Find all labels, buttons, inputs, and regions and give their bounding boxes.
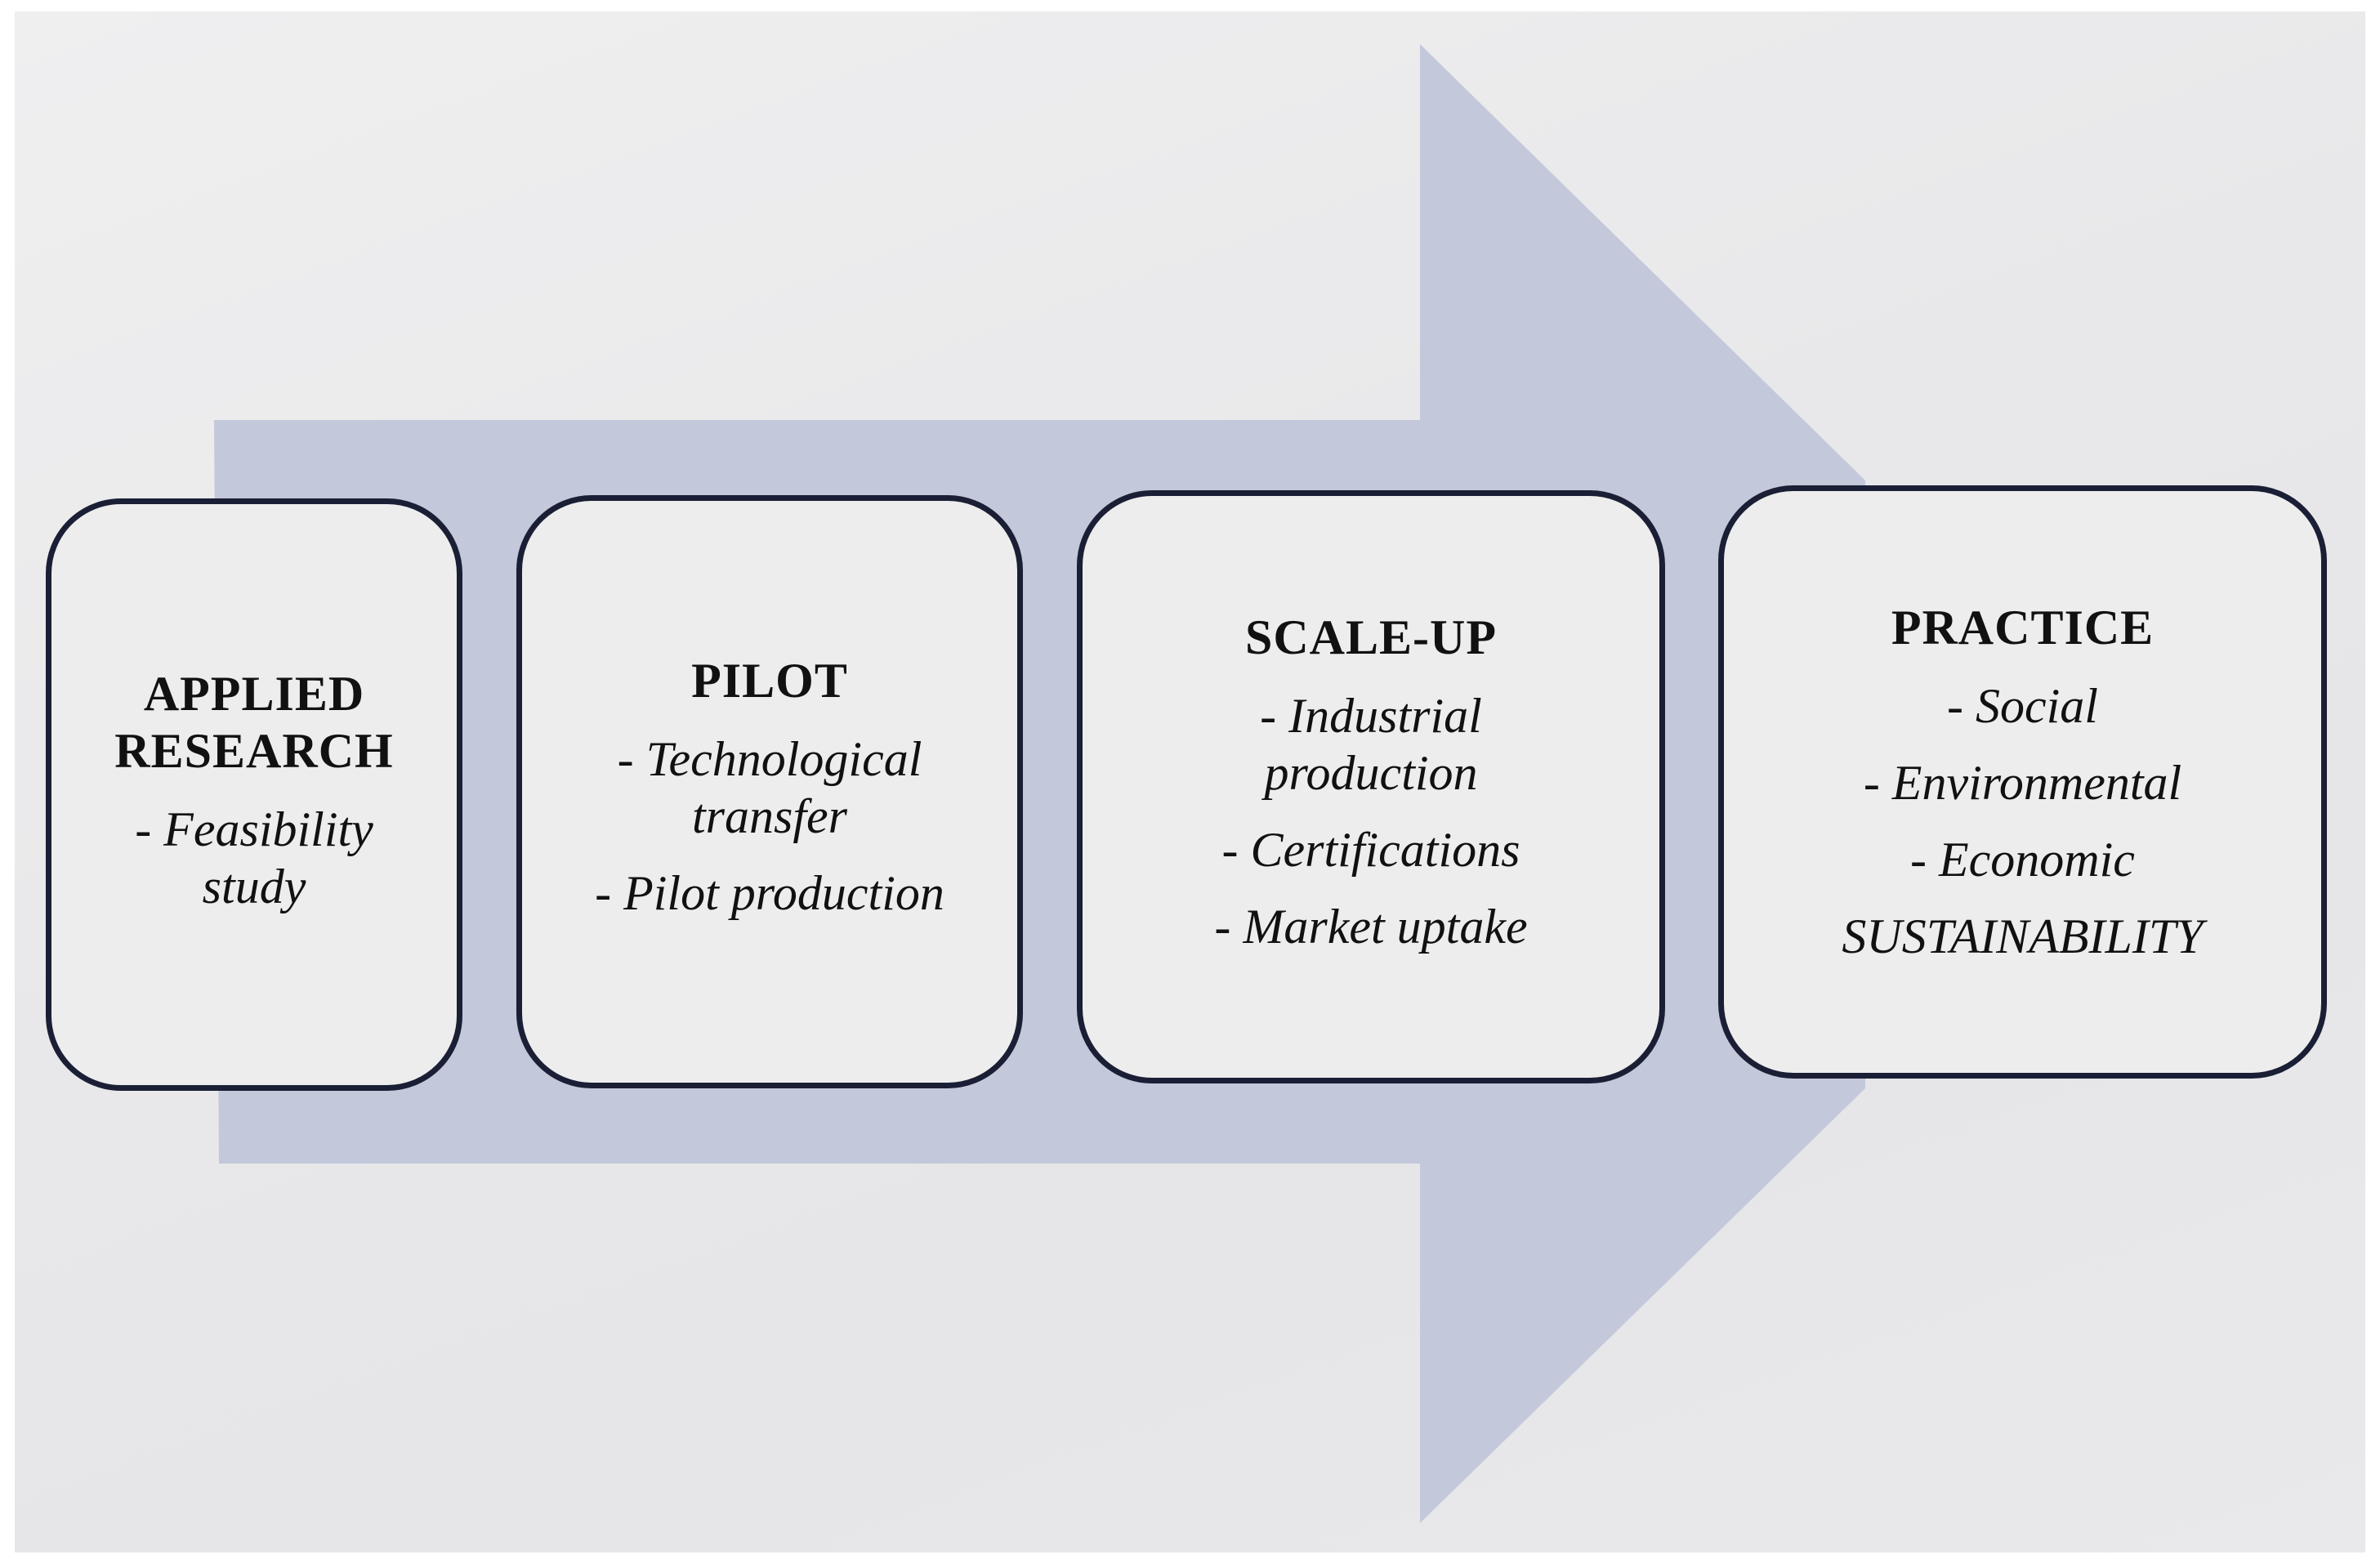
stage-item-pilot-production: - Pilot production [595, 866, 944, 920]
stage-pilot: PILOT - Technological transfer - Pilot p… [516, 495, 1023, 1088]
stage-title: PILOT [691, 654, 848, 708]
stage-note-sustainability: SUSTAINABILITY [1842, 909, 2204, 963]
stage-practice: PRACTICE - Social - Environmental - Econ… [1718, 485, 2327, 1079]
stage-scale-up: SCALE-UP - Industrial production - Certi… [1077, 490, 1665, 1083]
stage-title: APPLIED RESEARCH [114, 666, 394, 778]
stage-item-feasibility-study: - Feasibility study [135, 802, 373, 914]
stage-item-environmental: - Environmental [1863, 756, 2182, 810]
stage-item-certifications: - Certifications [1221, 823, 1520, 877]
stage-item-industrial-production: - Industrial production [1260, 689, 1482, 800]
stage-applied-research: APPLIED RESEARCH - Feasibility study [46, 498, 462, 1091]
stage-title: SCALE-UP [1244, 610, 1498, 664]
stage-item-market-uptake: - Market uptake [1214, 900, 1528, 954]
stage-title: PRACTICE [1891, 601, 2155, 654]
stage-item-social: - Social [1947, 679, 2098, 733]
big-right-arrow [214, 44, 1865, 1523]
stage-item-economic: - Economic [1910, 833, 2135, 887]
stage-item-technological-transfer: - Technological transfer [617, 732, 922, 843]
